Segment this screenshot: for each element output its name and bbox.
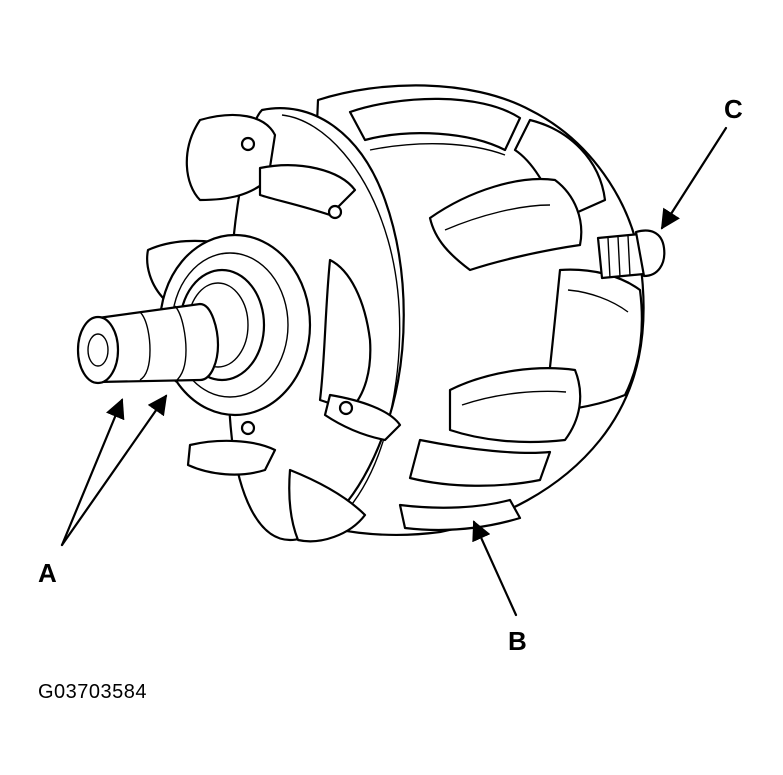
callout-label-b: B	[508, 626, 527, 656]
rear-shaft	[596, 229, 666, 280]
callout-label-a: A	[38, 558, 57, 588]
arrow-b	[472, 520, 518, 617]
arrow-c	[660, 126, 728, 230]
leader-arrows	[60, 126, 728, 617]
callout-label-c: C	[724, 94, 743, 124]
figure-id: G03703584	[38, 681, 148, 703]
front-shaft	[76, 302, 220, 385]
arrow-a-shaft-right	[60, 394, 168, 547]
arrow-a-shaft-left	[60, 398, 125, 547]
